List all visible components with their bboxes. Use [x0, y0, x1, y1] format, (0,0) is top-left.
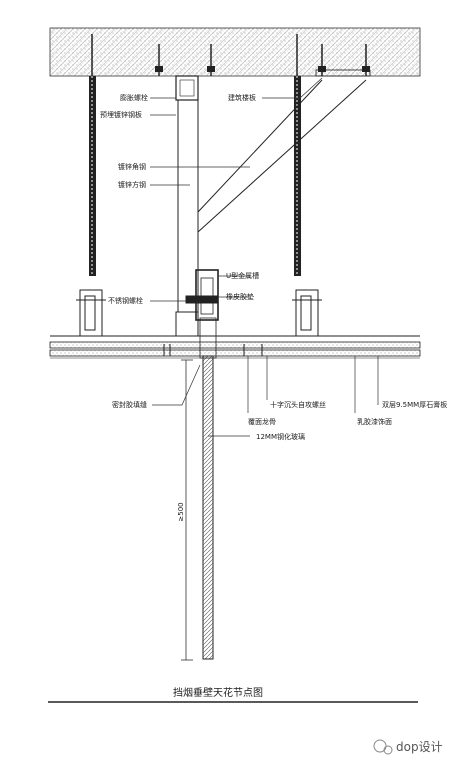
label-latex-finish: 乳胶漆饰面 — [357, 417, 392, 426]
label-u-channel: U型金属槽 — [226, 271, 259, 280]
label-galvanized-square-steel: 镀锌方钢 — [118, 180, 146, 189]
label-embedded-steel-plate: 预埋镀锌钢板 — [100, 110, 142, 119]
embedded-plate — [175, 75, 199, 101]
square-steel-post — [177, 100, 199, 312]
watermark-text: dop设计 — [396, 740, 443, 754]
label-double-gypsum: 双层9.5MM厚石膏板 — [382, 400, 447, 409]
hanging-rods — [89, 76, 301, 276]
watermark: dop设计 — [373, 739, 443, 755]
label-galvanized-angle: 镀锌角钢 — [118, 162, 146, 171]
label-keel: 覆面龙骨 — [248, 417, 276, 426]
label-building-floor: 建筑楼板 — [228, 93, 256, 102]
label-sealant-seam: 密封胶填缝 — [112, 400, 147, 409]
ceiling-boards — [49, 335, 421, 359]
concrete-slab — [49, 27, 421, 77]
dimension-text: ≥500 — [177, 502, 185, 521]
drawing-title: 挡烟垂壁天花节点图 — [173, 686, 263, 699]
label-cross-screw: 十字沉头自攻螺丝 — [270, 400, 326, 409]
dimension-line — [181, 359, 193, 661]
label-stainless-bolt: 不锈钢螺栓 — [108, 296, 143, 305]
u-channel-assembly — [175, 269, 219, 337]
leader-lines — [150, 77, 379, 437]
label-rubber-gasket: 橡皮胶垫 — [226, 292, 254, 301]
diagonal-brace — [197, 79, 367, 233]
tempered-glass-panel — [202, 355, 214, 660]
label-expansion-bolt: 膨胀螺栓 — [120, 93, 148, 102]
label-tempered-glass: 12MM钢化玻璃 — [256, 432, 305, 441]
embedded-plate-right — [315, 69, 371, 77]
